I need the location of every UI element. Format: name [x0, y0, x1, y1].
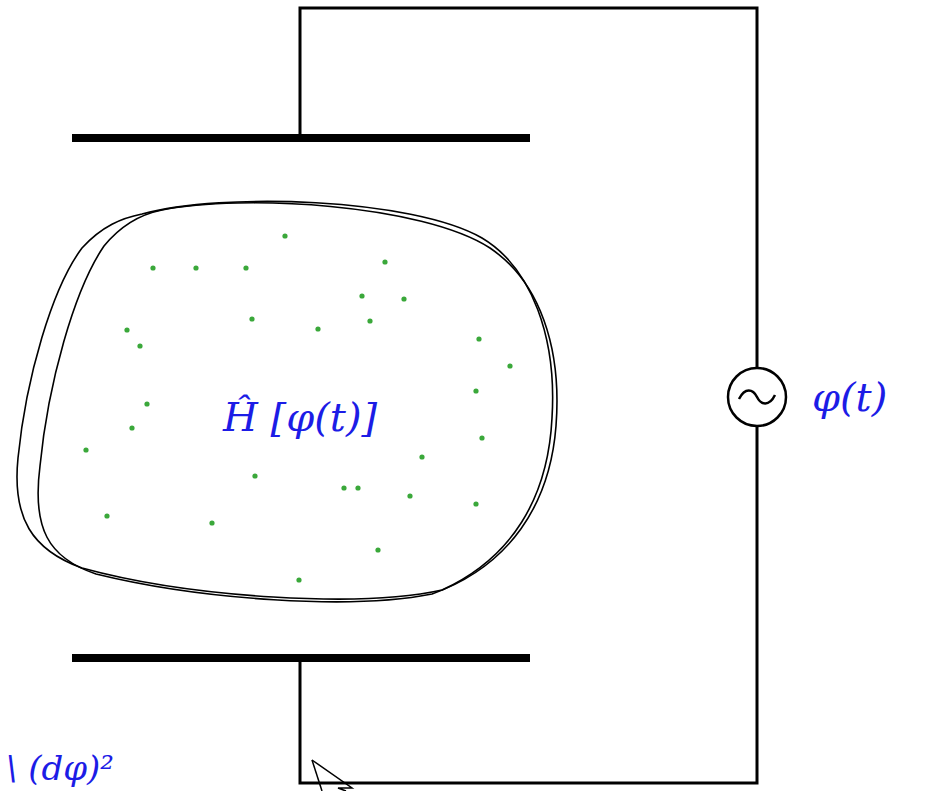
particle-dot [252, 473, 257, 478]
hamiltonian-label: Ĥ [φ(t)] [223, 395, 377, 439]
particle-dot [124, 327, 129, 332]
particle-dot [367, 318, 372, 323]
particle-dot [137, 343, 142, 348]
particle-dot [144, 401, 149, 406]
particle-dot [150, 265, 155, 270]
source-shape [727, 367, 787, 427]
particle-dot [282, 233, 287, 238]
particle-dot [296, 577, 301, 582]
particle-dot [473, 388, 478, 393]
particle-dot [401, 296, 406, 301]
particle-dot [359, 293, 364, 298]
formula-fragment: \ (dφ)² [6, 750, 114, 787]
particle-dot [193, 265, 198, 270]
pointer-arrow-side [312, 760, 322, 791]
particle-dot [479, 435, 484, 440]
particle-dot [315, 326, 320, 331]
particle-dot [83, 447, 88, 452]
particle-dot [129, 425, 134, 430]
body-outline [17, 201, 553, 599]
particle-dot [341, 485, 346, 490]
particle-dot [243, 265, 248, 270]
particle-dot [209, 520, 214, 525]
ac-tilde-symbol [739, 391, 775, 404]
particle-dot [249, 316, 254, 321]
top-wire [300, 8, 757, 367]
system-body: Ĥ [φ(t)] [12, 198, 564, 608]
particle-dot [382, 259, 387, 264]
particle-dot [507, 363, 512, 368]
particle-dot [407, 493, 412, 498]
particle-dot [473, 501, 478, 506]
particle-dot [375, 547, 380, 552]
ac-source-circle [728, 368, 786, 426]
pointer-arrow [312, 760, 352, 791]
particle-dot [476, 336, 481, 341]
source-voltage-label: φ(t) [812, 375, 887, 419]
particle-dot [104, 513, 109, 518]
particle-dot [355, 485, 360, 490]
bottom-wire [300, 427, 757, 783]
ac-source: φ(t) [727, 367, 787, 427]
particle-dot [419, 454, 424, 459]
body-outline [38, 203, 557, 602]
